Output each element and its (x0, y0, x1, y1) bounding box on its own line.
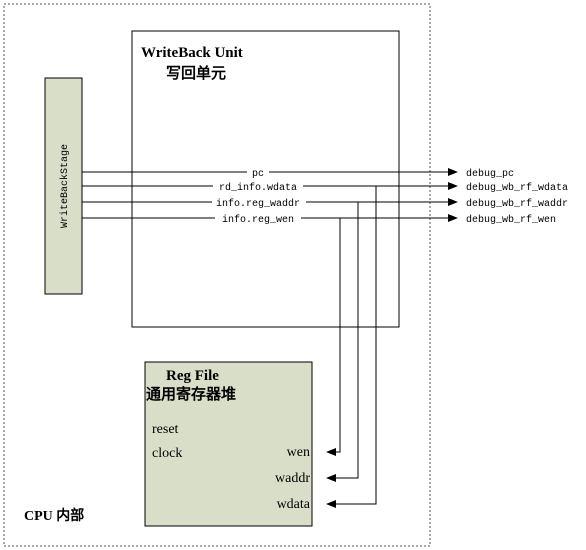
regfile-title: Reg File (166, 368, 219, 384)
signal-label-wdata: rd_info.wdata (219, 182, 297, 194)
output-debug-wb-rf-waddr: debug_wb_rf_waddr (466, 198, 568, 210)
signal-label-waddr: info.reg_waddr (216, 198, 300, 210)
writeback-stage-label: WriteBackStage (59, 144, 71, 228)
regfile-box (144, 361, 313, 527)
regfile-reset-label: reset (152, 422, 179, 437)
waddr-branch (326, 202, 359, 482)
output-debug-pc: debug_pc (466, 168, 514, 180)
writeback-unit-subtitle: 写回单元 (166, 64, 226, 82)
output-debug-wb-rf-wdata: debug_wb_rf_wdata (466, 182, 568, 194)
writeback-unit-box (131, 30, 400, 328)
cpu-boundary (3, 3, 431, 547)
wdata-branch (326, 186, 377, 508)
signal-label-wen: info.reg_wen (222, 214, 294, 226)
regfile-clock-label: clock (152, 446, 182, 461)
output-debug-wb-rf-wen: debug_wb_rf_wen (466, 214, 556, 226)
signal-label-pc: pc (252, 169, 264, 180)
regfile-subtitle: 通用寄存器堆 (146, 385, 236, 403)
wen-branch (326, 218, 341, 456)
writeback-stage-box (44, 77, 83, 295)
regfile-port-waddr: waddr (275, 471, 310, 486)
writeback-unit-title: WriteBack Unit (141, 45, 243, 61)
cpu-label: CPU 内部 (24, 507, 84, 524)
regfile-port-wdata: wdata (277, 497, 311, 512)
regfile-port-wen: wen (287, 445, 310, 460)
